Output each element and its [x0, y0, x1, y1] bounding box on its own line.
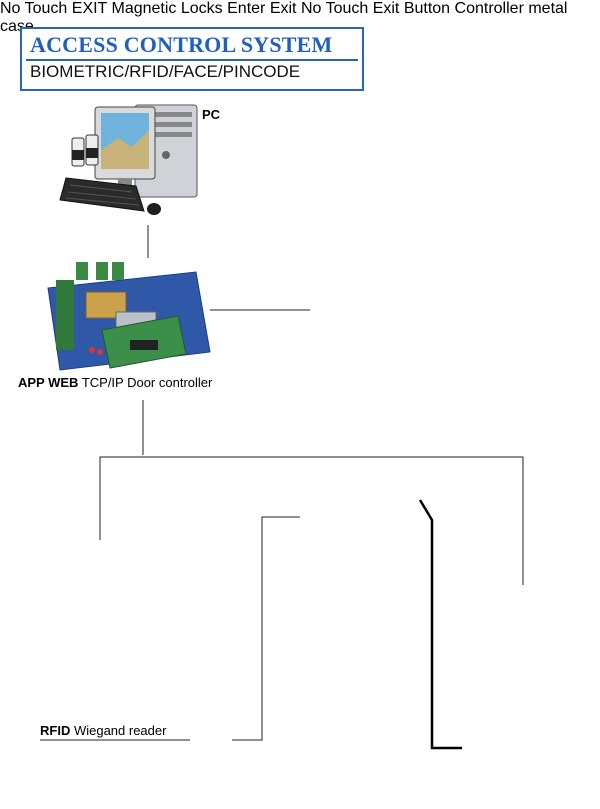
controller-label-bold: APP WEB	[18, 375, 78, 390]
controller-label-rest: TCP/IP Door controller	[78, 375, 212, 390]
rfid-label-rest: Wiegand reader	[70, 723, 166, 738]
exit-line	[420, 500, 462, 748]
pc-icon	[60, 105, 197, 215]
rfid-label-bold: RFID	[40, 723, 70, 738]
pc-label: PC	[202, 107, 221, 122]
controller-board-icon	[48, 262, 210, 370]
enter-line	[232, 517, 300, 740]
bus-line	[100, 457, 523, 585]
rfid-label: RFID Wiegand reader	[40, 723, 166, 738]
controller-label: APP WEB TCP/IP Door controller	[18, 375, 212, 390]
